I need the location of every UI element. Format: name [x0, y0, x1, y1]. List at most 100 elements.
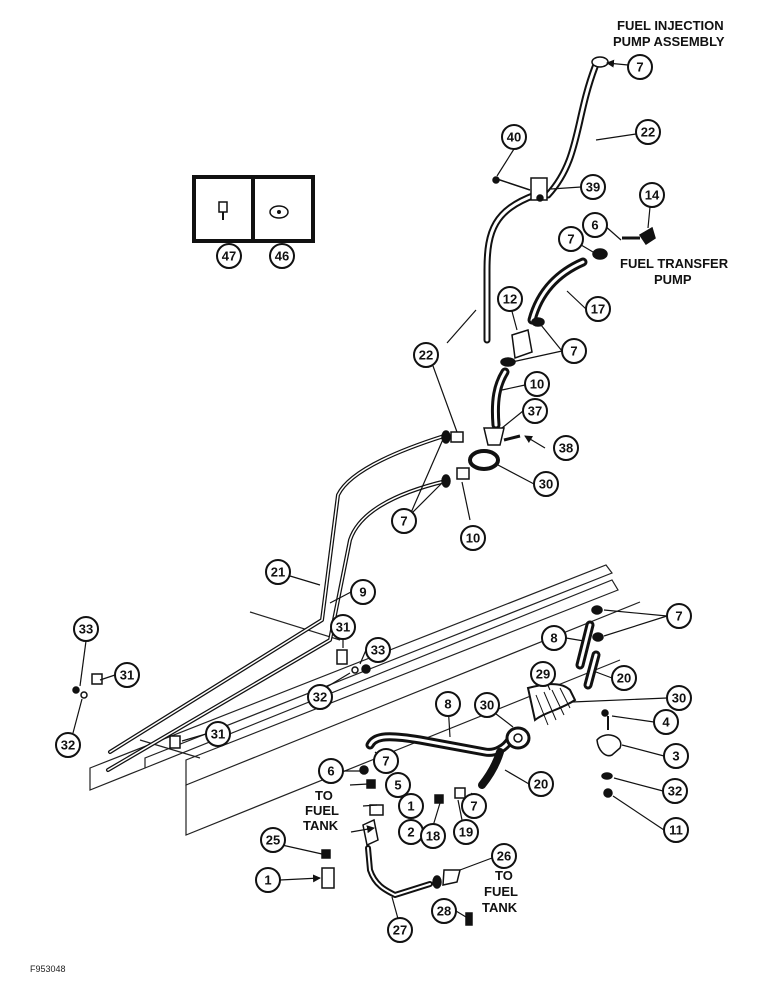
- hardware-parts: [72, 56, 656, 926]
- callout-32: 32: [55, 732, 81, 758]
- callout-26: 26: [491, 843, 517, 869]
- svg-text:28: 28: [437, 904, 451, 919]
- callout-18: 18: [420, 823, 446, 849]
- callout-17: 17: [585, 296, 611, 322]
- callout-27: 27: [387, 917, 413, 943]
- callout-47: 47: [216, 243, 242, 269]
- svg-text:2: 2: [407, 825, 414, 840]
- svg-text:46: 46: [275, 249, 289, 264]
- svg-text:4: 4: [662, 715, 670, 730]
- callout-31: 31: [114, 662, 140, 688]
- svg-text:7: 7: [400, 514, 407, 529]
- callout-4: 4: [653, 709, 679, 735]
- svg-text:47: 47: [222, 249, 236, 264]
- svg-text:20: 20: [617, 671, 631, 686]
- svg-text:40: 40: [507, 130, 521, 145]
- svg-text:26: 26: [497, 849, 511, 864]
- label-tank-right-fuel: FUEL: [484, 884, 518, 899]
- callout-25: 25: [260, 827, 286, 853]
- label-fuel-injection: FUEL INJECTION: [617, 18, 724, 33]
- inset-box: [192, 175, 315, 243]
- svg-text:31: 31: [336, 620, 350, 635]
- svg-text:8: 8: [444, 697, 451, 712]
- callout-39: 39: [580, 174, 606, 200]
- callout-30: 30: [474, 692, 500, 718]
- svg-text:32: 32: [313, 690, 327, 705]
- svg-text:5: 5: [394, 778, 401, 793]
- svg-text:6: 6: [327, 764, 334, 779]
- callout-10: 10: [524, 371, 550, 397]
- clip-46-icon: [269, 205, 289, 219]
- fuel-lines: [106, 63, 601, 898]
- callout-5: 5: [385, 772, 411, 798]
- callout-2: 2: [398, 819, 424, 845]
- svg-text:7: 7: [567, 232, 574, 247]
- svg-text:7: 7: [470, 799, 477, 814]
- svg-text:3: 3: [672, 749, 679, 764]
- svg-text:10: 10: [530, 377, 544, 392]
- callout-7: 7: [373, 748, 399, 774]
- figure-id: F953048: [30, 964, 66, 974]
- callout-32: 32: [307, 684, 333, 710]
- svg-text:6: 6: [591, 218, 598, 233]
- callout-20: 20: [528, 771, 554, 797]
- callout-29: 29: [530, 661, 556, 687]
- svg-text:17: 17: [591, 302, 605, 317]
- callout-3: 3: [663, 743, 689, 769]
- label-transfer-pump: PUMP: [654, 272, 692, 287]
- label-tank-left-fuel: FUEL: [305, 803, 339, 818]
- hose-17: [527, 257, 588, 325]
- svg-text:22: 22: [419, 348, 433, 363]
- callout-31: 31: [205, 721, 231, 747]
- svg-text:20: 20: [534, 777, 548, 792]
- svg-text:32: 32: [61, 738, 75, 753]
- svg-text:30: 30: [672, 691, 686, 706]
- svg-text:37: 37: [528, 404, 542, 419]
- svg-text:11: 11: [669, 823, 683, 838]
- svg-text:7: 7: [636, 60, 643, 75]
- callout-46: 46: [269, 243, 295, 269]
- callout-32: 32: [662, 778, 688, 804]
- svg-text:29: 29: [536, 667, 550, 682]
- hose-20-lower: [478, 748, 504, 789]
- callout-1: 1: [255, 867, 281, 893]
- svg-text:32: 32: [668, 784, 682, 799]
- svg-text:14: 14: [645, 188, 660, 203]
- callout-7: 7: [558, 226, 584, 252]
- callout-10: 10: [460, 525, 486, 551]
- callout-8: 8: [541, 625, 567, 651]
- svg-text:7: 7: [570, 344, 577, 359]
- svg-text:1: 1: [407, 799, 414, 814]
- svg-text:33: 33: [79, 622, 93, 637]
- fitting-47-icon: [218, 201, 228, 220]
- callout-11: 11: [663, 817, 689, 843]
- callout-7: 7: [391, 508, 417, 534]
- callout-37: 37: [522, 398, 548, 424]
- svg-text:10: 10: [466, 531, 480, 546]
- svg-text:9: 9: [359, 585, 366, 600]
- svg-text:25: 25: [266, 833, 280, 848]
- callout-28: 28: [431, 898, 457, 924]
- svg-text:12: 12: [503, 292, 517, 307]
- callout-33: 33: [73, 616, 99, 642]
- label-pump-assembly: PUMP ASSEMBLY: [613, 34, 725, 49]
- callout-40: 40: [501, 124, 527, 150]
- svg-text:7: 7: [675, 609, 682, 624]
- label-tank-left-to: TO: [315, 788, 333, 803]
- svg-text:7: 7: [382, 754, 389, 769]
- callout-8: 8: [435, 691, 461, 717]
- callout-38: 38: [553, 435, 579, 461]
- callouts: 7 22 40 39 14 6 7 17 12 7 22 10 37 38 30…: [55, 54, 692, 943]
- svg-text:19: 19: [459, 825, 473, 840]
- callout-30: 30: [533, 471, 559, 497]
- svg-text:30: 30: [480, 698, 494, 713]
- svg-text:27: 27: [393, 923, 407, 938]
- callout-33: 33: [365, 637, 391, 663]
- callout-6: 6: [318, 758, 344, 784]
- callout-1: 1: [398, 793, 424, 819]
- callout-20: 20: [611, 665, 637, 691]
- callout-22: 22: [413, 342, 439, 368]
- callout-19: 19: [453, 819, 479, 845]
- label-fuel-transfer: FUEL TRANSFER: [620, 256, 729, 271]
